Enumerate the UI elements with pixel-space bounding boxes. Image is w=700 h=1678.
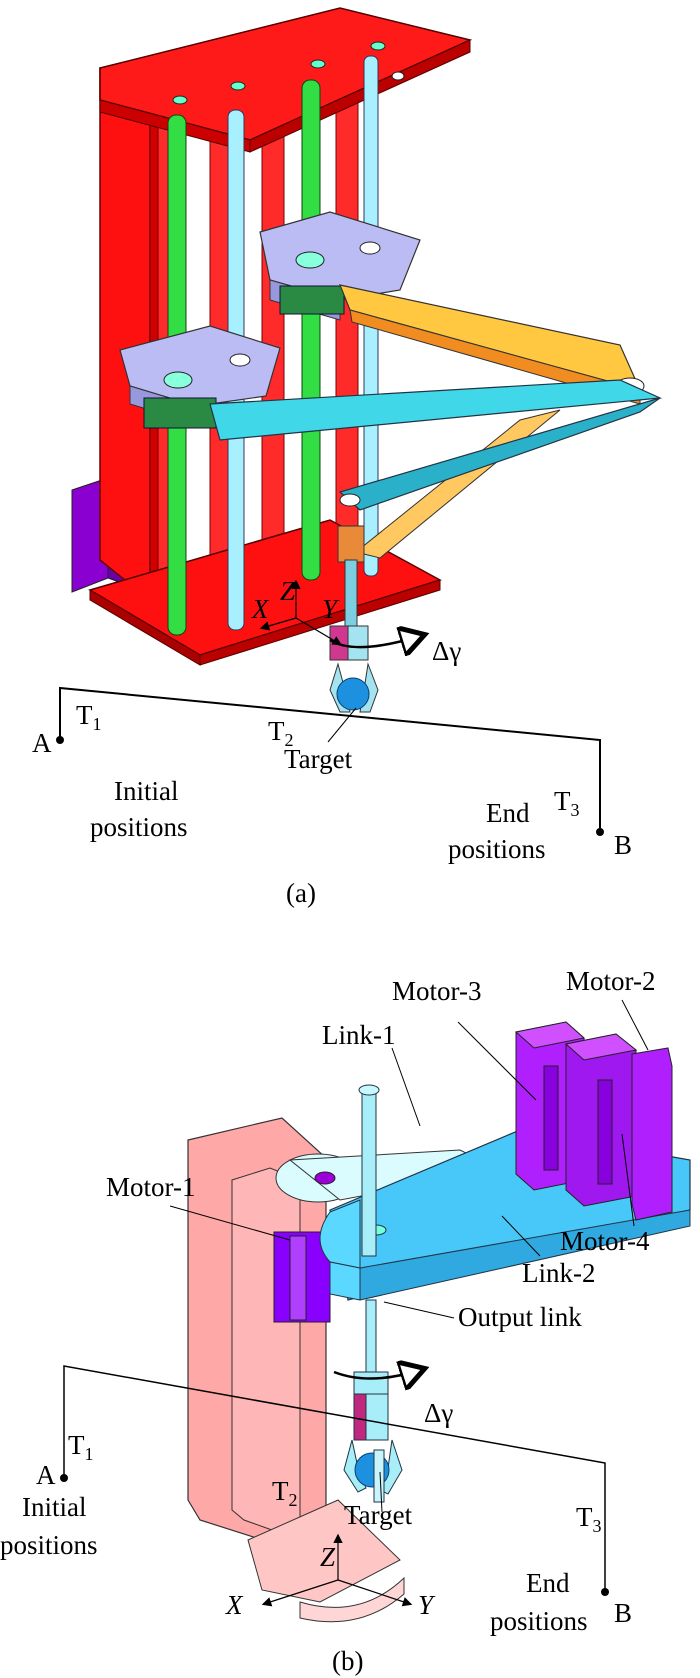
panel-b: Δγ Z X Y A B T1 T2 T3 Target Initial pos… xyxy=(0,966,691,1676)
point-b-marker xyxy=(596,828,604,836)
segment-t3-label: T3 xyxy=(554,786,580,820)
caption-a: (a) xyxy=(286,878,316,908)
panel-a: Z X Y Δγ A B T1 T2 T3 Target Initial pos… xyxy=(32,7,663,908)
axis-x-label: X xyxy=(251,594,270,624)
support-column xyxy=(187,1117,405,1623)
rotation-label-b: Δγ xyxy=(424,1398,453,1428)
rotation-arrow-b: Δγ xyxy=(333,1370,453,1428)
upper-carriage xyxy=(259,211,421,321)
rotation-label-a: Δγ xyxy=(432,636,461,666)
caption-b: (b) xyxy=(332,1646,363,1676)
target-label-a: Target xyxy=(284,744,353,774)
end-label-b-line1: End xyxy=(526,1568,570,1598)
motor-1-label: Motor-1 xyxy=(106,1172,195,1202)
point-a-label: A xyxy=(32,728,52,758)
motor-1-body xyxy=(273,1231,331,1323)
segment-t1-label-b: T1 xyxy=(68,1430,94,1464)
motor-cluster xyxy=(514,1021,673,1221)
axis-z-label: Z xyxy=(280,576,296,606)
motor-3-label: Motor-3 xyxy=(392,976,481,1006)
axis-y-label: Y xyxy=(322,594,340,624)
component-callouts: Motor-3 Motor-2 Link-1 Motor-1 Motor-4 L… xyxy=(106,966,655,1332)
point-a-marker-b xyxy=(60,1474,68,1482)
end-label-b-line2: positions xyxy=(490,1606,588,1636)
point-b-label: B xyxy=(614,830,632,860)
segment-t2-label-b: T2 xyxy=(272,1476,298,1510)
lower-arm xyxy=(209,379,663,511)
trajectory-a: A B T1 T2 T3 Target Initial positions En… xyxy=(32,686,632,864)
point-a-marker xyxy=(56,736,64,744)
motor-4-label: Motor-4 xyxy=(560,1226,650,1256)
initial-label-b-line1: Initial xyxy=(22,1492,86,1522)
axis-x-label-b: X xyxy=(225,1590,244,1620)
end-label-line1: End xyxy=(486,798,530,828)
point-b-label-b: B xyxy=(614,1598,632,1628)
motor-2-label: Motor-2 xyxy=(566,966,655,996)
point-a-label-b: A xyxy=(36,1460,56,1490)
segment-t1-label: T1 xyxy=(76,700,102,734)
coordinate-frame-a: Z X Y xyxy=(251,576,343,646)
link-2-label: Link-2 xyxy=(522,1258,596,1288)
output-screw xyxy=(358,1084,380,1381)
lower-carriage xyxy=(119,325,281,429)
point-b-marker-b xyxy=(601,1588,609,1596)
segment-t2-label: T2 xyxy=(268,716,294,750)
initial-label-b-line2: positions xyxy=(0,1530,98,1560)
rotation-arrow-a: Δγ xyxy=(329,636,461,666)
initial-label-line2: positions xyxy=(90,812,188,842)
target-label-b: Target xyxy=(344,1500,413,1530)
coordinate-frame-b: Z X Y xyxy=(225,1533,436,1620)
link-1-label: Link-1 xyxy=(322,1020,396,1050)
axis-y-label-b: Y xyxy=(418,1590,436,1620)
end-label-line2: positions xyxy=(448,834,546,864)
output-link-label: Output link xyxy=(458,1302,582,1332)
segment-t3-label-b: T3 xyxy=(576,1502,602,1536)
axis-z-label-b: Z xyxy=(320,1542,336,1572)
trajectory-b: A B T1 T2 T3 Target Initial positions En… xyxy=(0,1365,632,1636)
end-effector-b xyxy=(343,1371,403,1503)
initial-label-line1: Initial xyxy=(114,776,178,806)
